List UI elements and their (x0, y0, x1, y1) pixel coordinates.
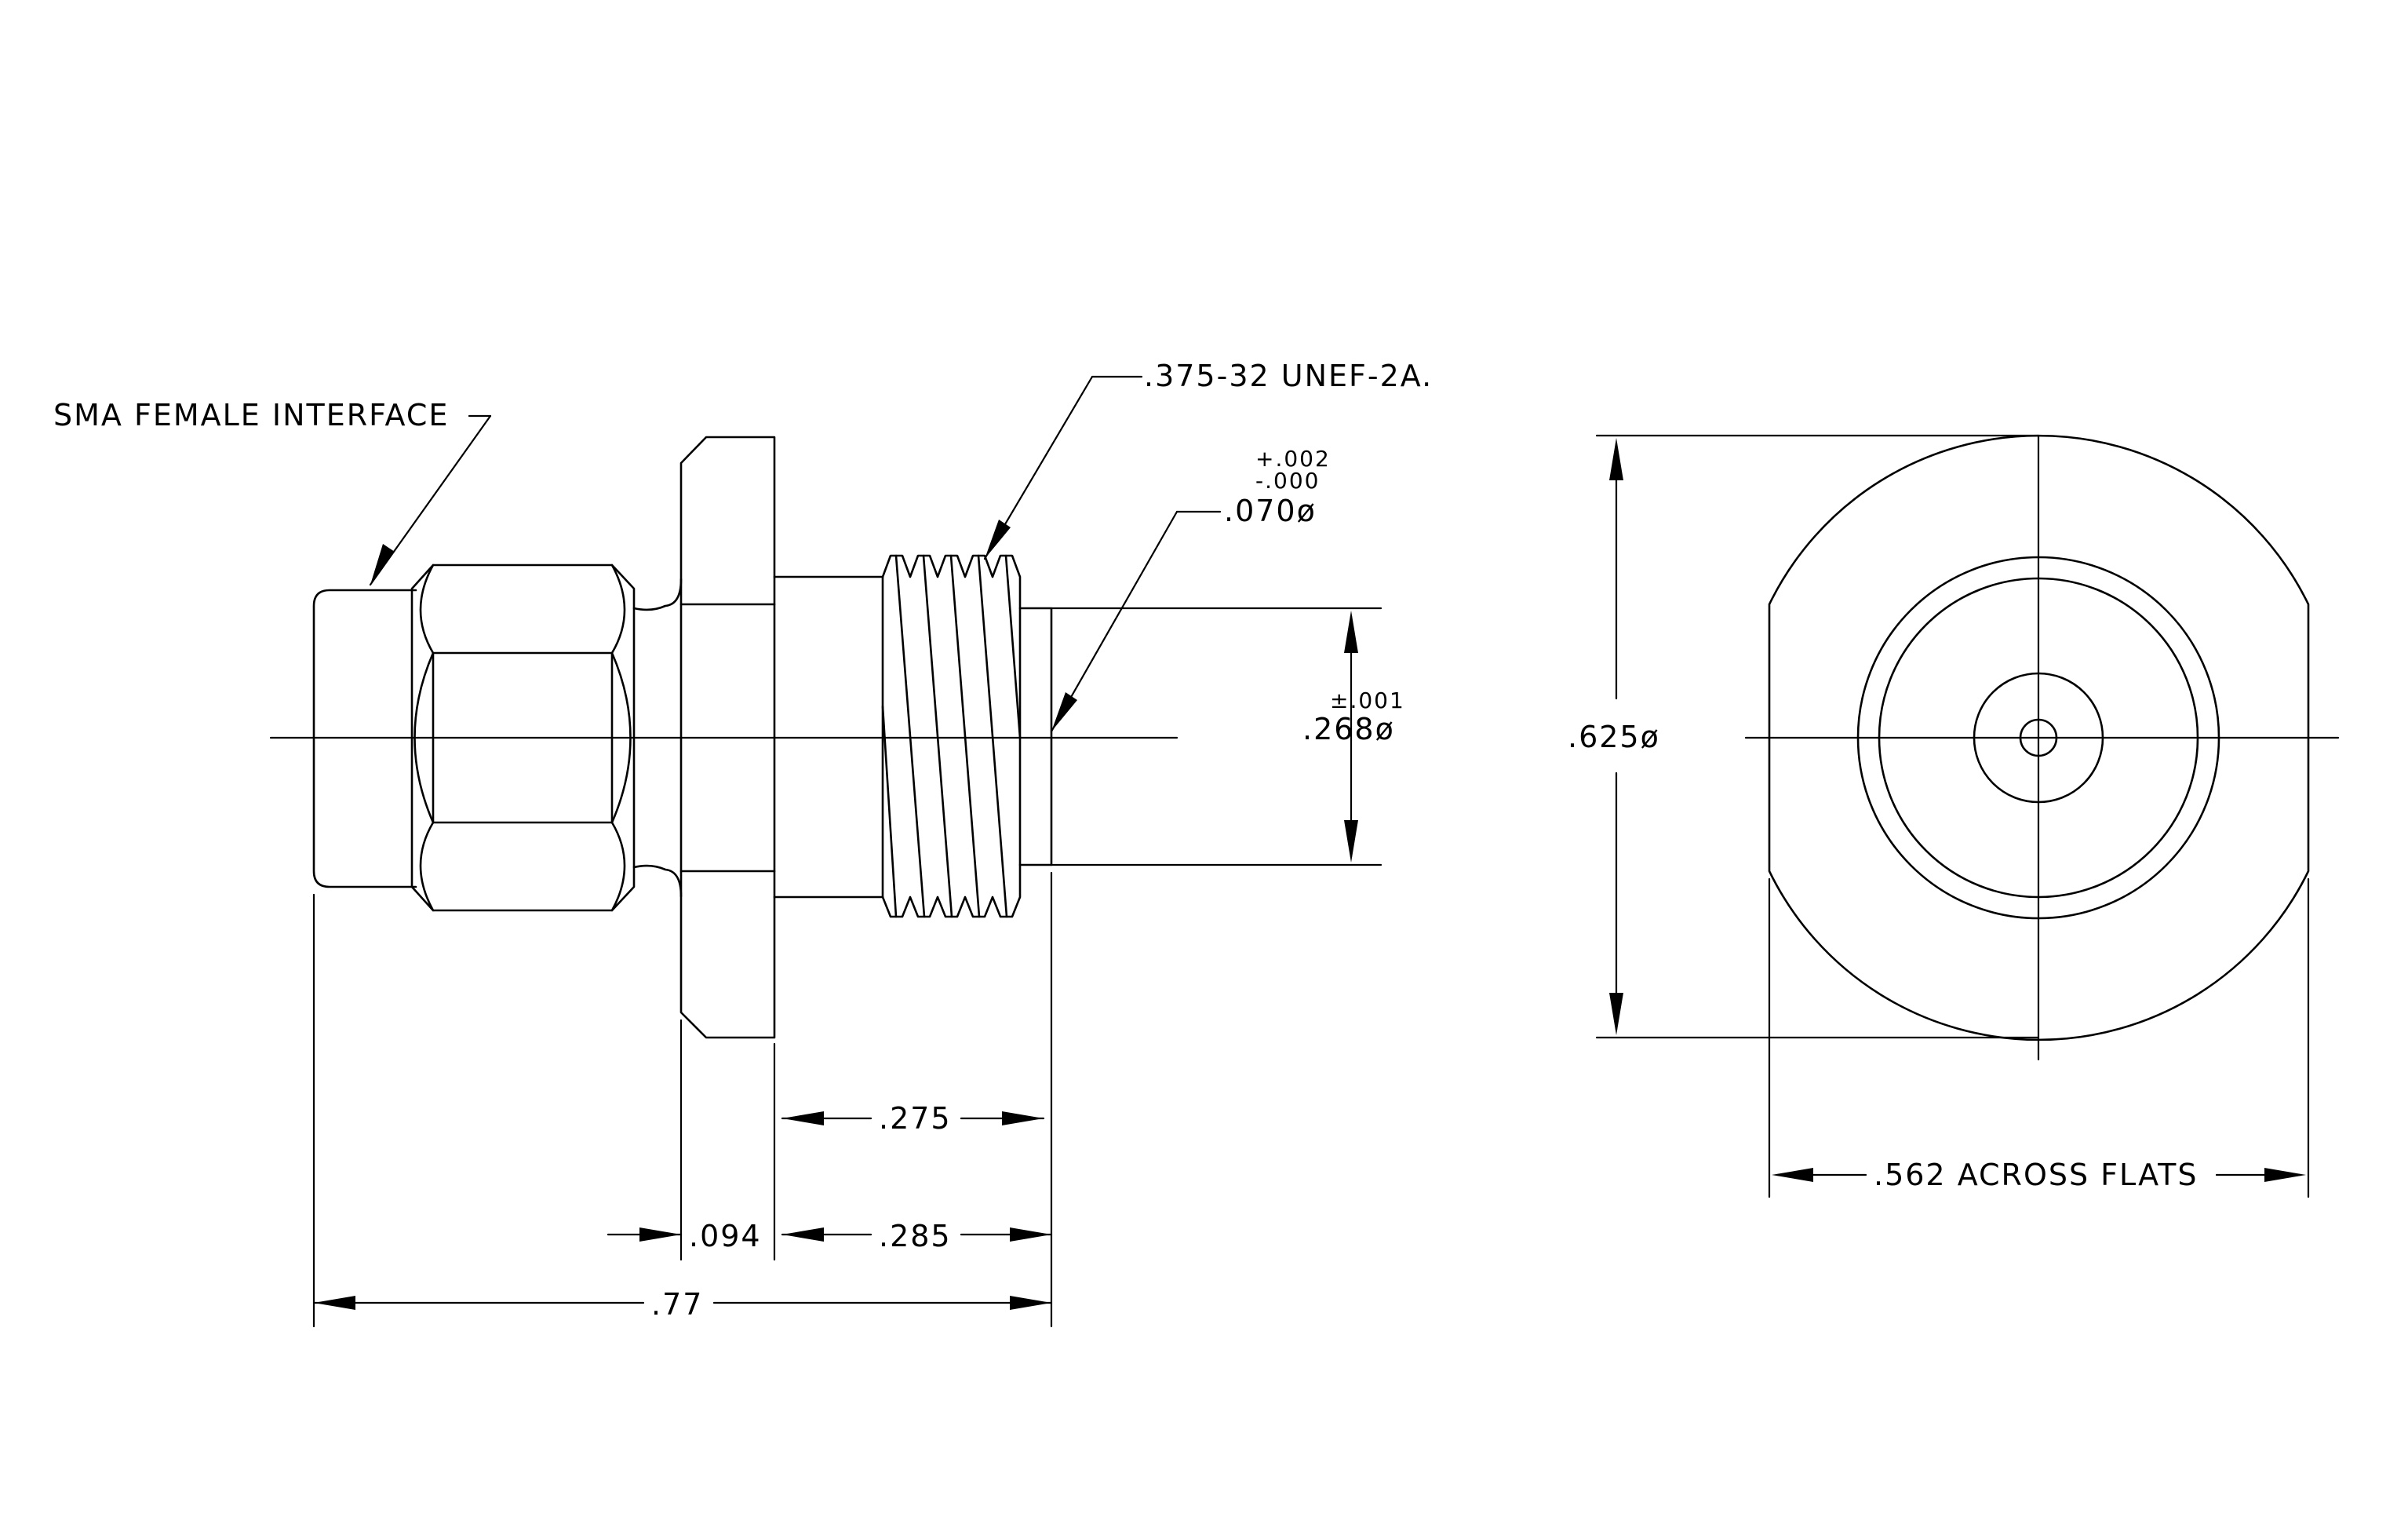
threaded-section (881, 554, 1022, 918)
flange-outline (1768, 434, 2310, 1041)
side-view (269, 436, 1178, 1039)
end-view (1744, 434, 2340, 1061)
dim-shoulder-length: .285 (879, 1219, 952, 1253)
pin-tol-minus: -.000 (1255, 468, 1320, 494)
neck (632, 578, 683, 611)
pin-tol-plus: +.002 (1255, 446, 1331, 472)
dim-thread-length: .275 (879, 1101, 952, 1136)
flange-dia-label: .625ø (1568, 720, 1660, 754)
flange (679, 436, 776, 1039)
hex-nut (410, 564, 636, 912)
end-dimensions: .625ø .562 ACROSS FLATS (1568, 434, 2310, 1198)
interface-cap (312, 589, 417, 888)
body-dia-label: .268ø (1302, 712, 1395, 746)
flats-label: .562 ACROSS FLATS (1874, 1158, 2198, 1192)
dim-flange-thickness: .094 (689, 1219, 762, 1253)
end-step (1018, 607, 1053, 866)
shoulder (773, 575, 884, 899)
dim-overall-length: .77 (651, 1287, 703, 1322)
interface-label: SMA FEMALE INTERFACE (53, 398, 449, 432)
side-dimensions: .275 .094 .285 .77 ±.001 .268ø SMA FEMAL… (53, 359, 1433, 1328)
pin-dia-label: .070ø (1224, 494, 1317, 528)
body-dia-tolerance: ±.001 (1330, 688, 1405, 713)
thread-spec-label: .375-32 UNEF-2A. (1144, 359, 1433, 393)
